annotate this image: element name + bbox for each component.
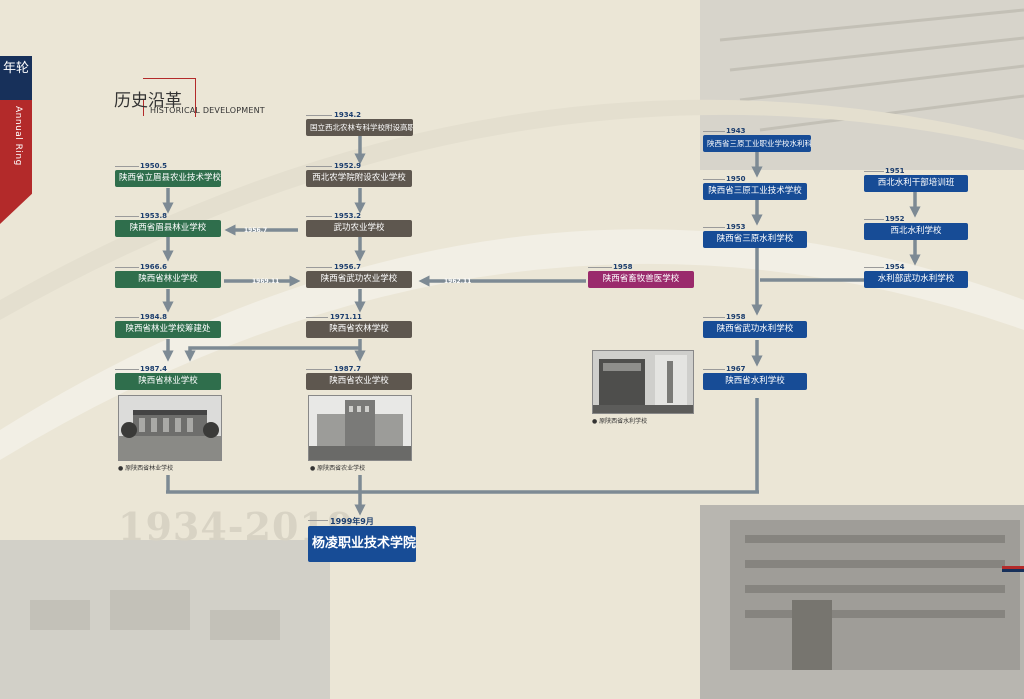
node-1958-wugong-water: 陕西省武功水利学校	[703, 321, 807, 338]
year-1967: 1967	[726, 365, 746, 373]
year-rule	[306, 216, 332, 217]
year-1958-wugong-water: 1958	[726, 313, 746, 321]
year-1999: 1999年9月	[330, 517, 374, 526]
year-rule	[115, 166, 139, 167]
year-rule	[306, 369, 332, 370]
year-1951: 1951	[885, 167, 905, 175]
node-1950: 陕西省立眉县农业技术学校	[115, 170, 221, 187]
year-rule	[306, 115, 332, 116]
year-rule	[306, 317, 328, 318]
node-1971: 陕西省农林学校	[306, 321, 412, 338]
heading-bracket	[143, 78, 196, 117]
caption-forestry: ● 原陕西省林业学校	[118, 465, 174, 472]
page-subtitle: HISTORICAL DEVELOPMENT	[150, 106, 265, 115]
year-rule	[703, 227, 725, 228]
year-1971: 1971.11	[330, 313, 362, 321]
edge-bar-red	[1002, 566, 1024, 569]
year-rule	[703, 131, 725, 132]
node-1987-forestry: 陕西省林业学校	[115, 373, 221, 390]
node-1958-livestock: 陕西省畜牧兽医学校	[588, 271, 694, 288]
node-1967: 陕西省水利学校	[703, 373, 807, 390]
year-rule	[115, 317, 139, 318]
year-rule	[703, 317, 725, 318]
year-rule	[306, 267, 332, 268]
arrow-label-1969: 1969.11	[252, 278, 280, 285]
side-tab-title: 年轮	[0, 56, 32, 100]
year-rule	[308, 520, 328, 521]
edge-bar-navy	[1002, 569, 1024, 572]
year-rule	[115, 216, 139, 217]
node-1953-wugong: 武功农业学校	[306, 220, 412, 237]
year-rule	[115, 369, 139, 370]
node-final-college: 杨凌职业技术学院	[308, 526, 416, 562]
node-1952: 西北农学院附设农业学校	[306, 170, 412, 187]
arrow-label-1956: 1956.7	[244, 227, 268, 234]
node-1950-sanyuan: 陕西省三原工业技术学校	[703, 183, 807, 200]
side-tab-subtitle: Annual Ring	[13, 106, 23, 166]
year-1950: 1950.5	[140, 162, 168, 170]
year-1954: 1954	[885, 263, 905, 271]
year-1934: 1934.2	[334, 111, 362, 119]
year-1943: 1943	[726, 127, 746, 135]
node-1956: 陕西省武功农业学校	[306, 271, 412, 288]
caption-water-text: 原陕西省水利学校	[599, 418, 648, 425]
year-1953-sanyuan: 1953	[726, 223, 746, 231]
caption-forestry-text: 原陕西省林业学校	[125, 465, 174, 472]
year-rule	[306, 166, 332, 167]
year-rule	[588, 267, 612, 268]
node-1952-water: 西北水利学校	[864, 223, 968, 240]
year-1987-agri: 1987.7	[334, 365, 362, 373]
year-1950-sanyuan: 1950	[726, 175, 746, 183]
caption-agri-text: 原陕西省农业学校	[317, 465, 366, 472]
year-1952: 1952.9	[334, 162, 362, 170]
node-1943: 陕西省三原工业职业学校水利科	[703, 135, 811, 152]
edge-color-bars	[1002, 566, 1024, 572]
heading-bracket-lower	[143, 100, 150, 116]
year-rule	[115, 267, 139, 268]
node-1987-agri: 陕西省农业学校	[306, 373, 412, 390]
node-1953-meixian: 陕西省眉县林业学校	[115, 220, 221, 237]
node-1954: 水利部武功水利学校	[864, 271, 968, 288]
year-1953-wugong: 1953.2	[334, 212, 362, 220]
side-tab: 年轮 Annual Ring	[0, 56, 32, 224]
node-1934: 国立西北农林专科学校附设高职	[306, 119, 413, 136]
year-1956: 1956.7	[334, 263, 362, 271]
page-title: 历史沿革	[114, 91, 182, 111]
year-rule	[864, 219, 884, 220]
year-rule	[703, 369, 725, 370]
year-1952-water: 1952	[885, 215, 905, 223]
year-1987-forestry: 1987.4	[140, 365, 168, 373]
year-rule	[703, 179, 725, 180]
year-1953-meixian: 1953.8	[140, 212, 168, 220]
caption-agri: ● 原陕西省农业学校	[310, 465, 366, 472]
photo-forestry-school	[118, 395, 222, 461]
year-rule	[864, 171, 884, 172]
node-1984: 陕西省林业学校筹建处	[115, 321, 221, 338]
caption-water: ● 原陕西省水利学校	[592, 418, 648, 425]
photo-agri-school	[308, 395, 412, 461]
node-1953-sanyuan: 陕西省三原水利学校	[703, 231, 807, 248]
year-1958-livestock: 1958	[613, 263, 633, 271]
arrow-label-1962: 1962.11	[444, 278, 472, 285]
photo-water-school	[592, 350, 694, 414]
arrow-1971-forestry	[184, 346, 360, 362]
year-rule	[864, 267, 884, 268]
node-1966: 陕西省林业学校	[115, 271, 221, 288]
year-1984: 1984.8	[140, 313, 168, 321]
node-1951: 西北水利干部培训班	[864, 175, 968, 192]
year-1966: 1966.6	[140, 263, 168, 271]
